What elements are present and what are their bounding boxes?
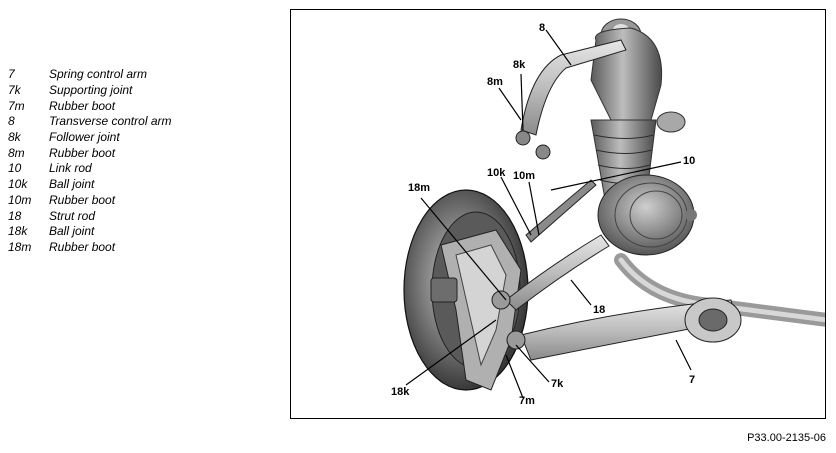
air-spring-upper xyxy=(590,27,663,121)
legend-row: 8 Transverse control arm xyxy=(8,114,278,130)
legend-row: 8k Follower joint xyxy=(8,130,278,146)
link-rod xyxy=(525,179,597,243)
legend-code: 10m xyxy=(8,192,32,207)
callout-10k: 10k xyxy=(487,167,506,179)
callout-7k: 7k xyxy=(551,378,564,390)
legend-code: 18k xyxy=(8,224,28,239)
legend-row: 10 Link rod xyxy=(8,161,278,177)
legend-text: Ball joint xyxy=(49,177,95,192)
legend-code: 7k xyxy=(8,83,21,98)
legend-code: 8 xyxy=(8,114,15,129)
legend-text: Follower joint xyxy=(49,130,120,145)
legend-row: 7k Supporting joint xyxy=(8,83,278,99)
callout-10: 10 xyxy=(683,155,696,167)
leader-lines xyxy=(405,29,692,399)
legend-row: 7 Spring control arm xyxy=(8,67,278,83)
legend-text: Rubber boot xyxy=(49,98,116,113)
legend-code: 18m xyxy=(8,239,32,254)
callout-7m: 7m xyxy=(519,395,535,407)
arm-bushing-bolt xyxy=(698,308,728,332)
callout-10m: 10m xyxy=(513,170,536,182)
figure-code: P33.00-2135-06 xyxy=(747,432,826,444)
legend-row: 18k Ball joint xyxy=(8,224,278,240)
callout-18m: 18m xyxy=(408,182,431,194)
legend-row: 10m Rubber boot xyxy=(8,193,278,209)
legend-text: Strut rod xyxy=(49,208,96,223)
legend-text: Transverse control arm xyxy=(49,114,172,129)
legend-code: 10k xyxy=(8,177,28,192)
callout-18: 18 xyxy=(593,304,606,316)
legend-code: 7m xyxy=(8,98,25,113)
legend-text: Rubber boot xyxy=(49,239,116,254)
legend-text: Rubber boot xyxy=(49,145,116,160)
callout-18k: 18k xyxy=(391,386,410,398)
callout-8: 8 xyxy=(539,22,546,34)
legend-text: Link rod xyxy=(49,161,92,176)
legend-code: 18 xyxy=(8,208,22,223)
callout-7: 7 xyxy=(689,374,696,386)
parts-legend: 7 Spring control arm 7k Supporting joint 7… xyxy=(8,67,278,255)
follower-joint xyxy=(515,130,531,146)
legend-code: 8k xyxy=(8,130,21,145)
legend-text: Ball joint xyxy=(49,224,95,239)
legend-text: Rubber boot xyxy=(49,192,116,207)
legend-code: 10 xyxy=(8,161,22,176)
strut-mount-bushing xyxy=(656,111,686,133)
legend-row: 18 Strut rod xyxy=(8,208,278,224)
suspension-illustration: 8 8k 8m 10 10k 10m 18m 18 18k 7k 7m 7 xyxy=(290,9,826,419)
driveshaft-end xyxy=(685,209,697,221)
legend-row: 18m Rubber boot xyxy=(8,240,278,256)
ball-joint-10k xyxy=(535,144,551,160)
legend-text: Spring control arm xyxy=(49,67,148,82)
transverse-control-arm xyxy=(520,39,627,136)
strut-rod xyxy=(505,234,610,311)
callout-8k: 8k xyxy=(513,59,526,71)
driveshaft-boot xyxy=(597,174,695,256)
suspension-drawing xyxy=(403,18,825,399)
legend-code: 7 xyxy=(8,67,15,82)
callout-8m: 8m xyxy=(487,76,503,88)
legend-text: Supporting joint xyxy=(49,83,133,98)
legend-code: 8m xyxy=(8,145,25,160)
ball-joint-18k xyxy=(491,290,511,310)
legend-row: 8m Rubber boot xyxy=(8,145,278,161)
brake-caliper xyxy=(430,277,458,303)
supporting-joint xyxy=(506,330,526,350)
legend-row: 10k Ball joint xyxy=(8,177,278,193)
legend-row: 7m Rubber boot xyxy=(8,98,278,114)
